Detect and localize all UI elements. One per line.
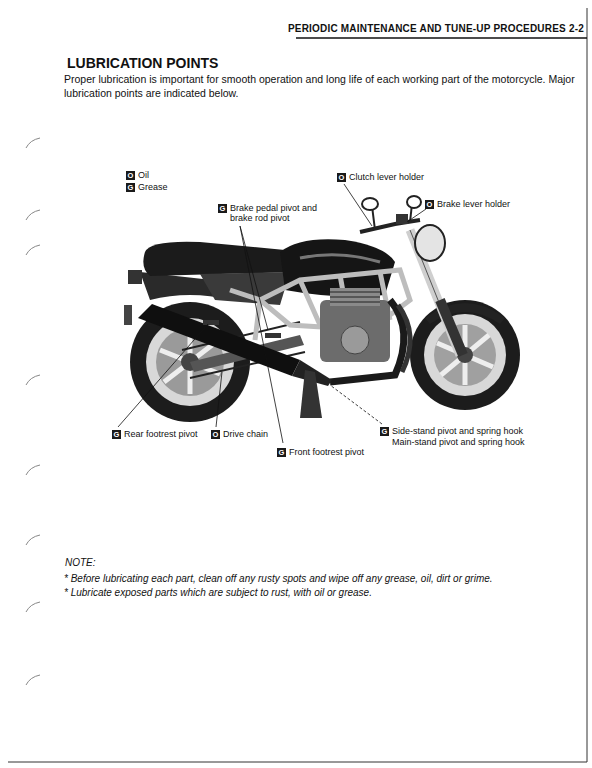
lubricant-symbol: G: [277, 448, 286, 457]
lubricant-symbol: O: [211, 430, 220, 439]
part-label: Front footrest pivot: [289, 447, 364, 458]
page-frame: [587, 8, 588, 762]
header-rule: [296, 37, 587, 39]
lubricant-symbol: G: [380, 427, 389, 436]
lubricant-symbol: G: [218, 204, 227, 213]
note-text: * Lubricate exposed parts which are subj…: [64, 586, 584, 599]
lubricant-symbol: O: [425, 200, 434, 209]
note-heading: NOTE:: [65, 557, 96, 569]
part-label: Clutch lever holder: [349, 172, 424, 183]
intro-text: Proper lubrication is important for smoo…: [64, 73, 584, 100]
lubricant-symbol: O: [337, 173, 346, 182]
part-label: Brake pedal pivot and brake rod pivot: [230, 203, 322, 224]
running-header: PERIODIC MAINTENANCE AND TUNE-UP PROCEDU…: [288, 23, 584, 35]
legend-text: Oil: [138, 170, 149, 181]
part-label: Rear footrest pivot: [124, 429, 198, 440]
lubricant-symbol: O: [126, 171, 135, 180]
part-label: Main-stand pivot and spring hook: [392, 437, 525, 448]
lubricant-symbol: G: [112, 430, 121, 439]
legend-text: Grease: [138, 182, 168, 193]
part-label: Side-stand pivot and spring hook: [392, 426, 523, 437]
part-label: Brake lever holder: [437, 199, 510, 210]
note-text: * Before lubricating each part, clean of…: [64, 572, 584, 585]
page-frame: [8, 762, 587, 763]
lubricant-symbol: G: [126, 183, 135, 192]
leader-lines: [118, 184, 426, 443]
motorcycle-illustration: [124, 196, 520, 422]
page-title: LUBRICATION POINTS: [67, 55, 218, 72]
binder-marks: [26, 138, 40, 685]
part-label: Drive chain: [223, 429, 268, 440]
